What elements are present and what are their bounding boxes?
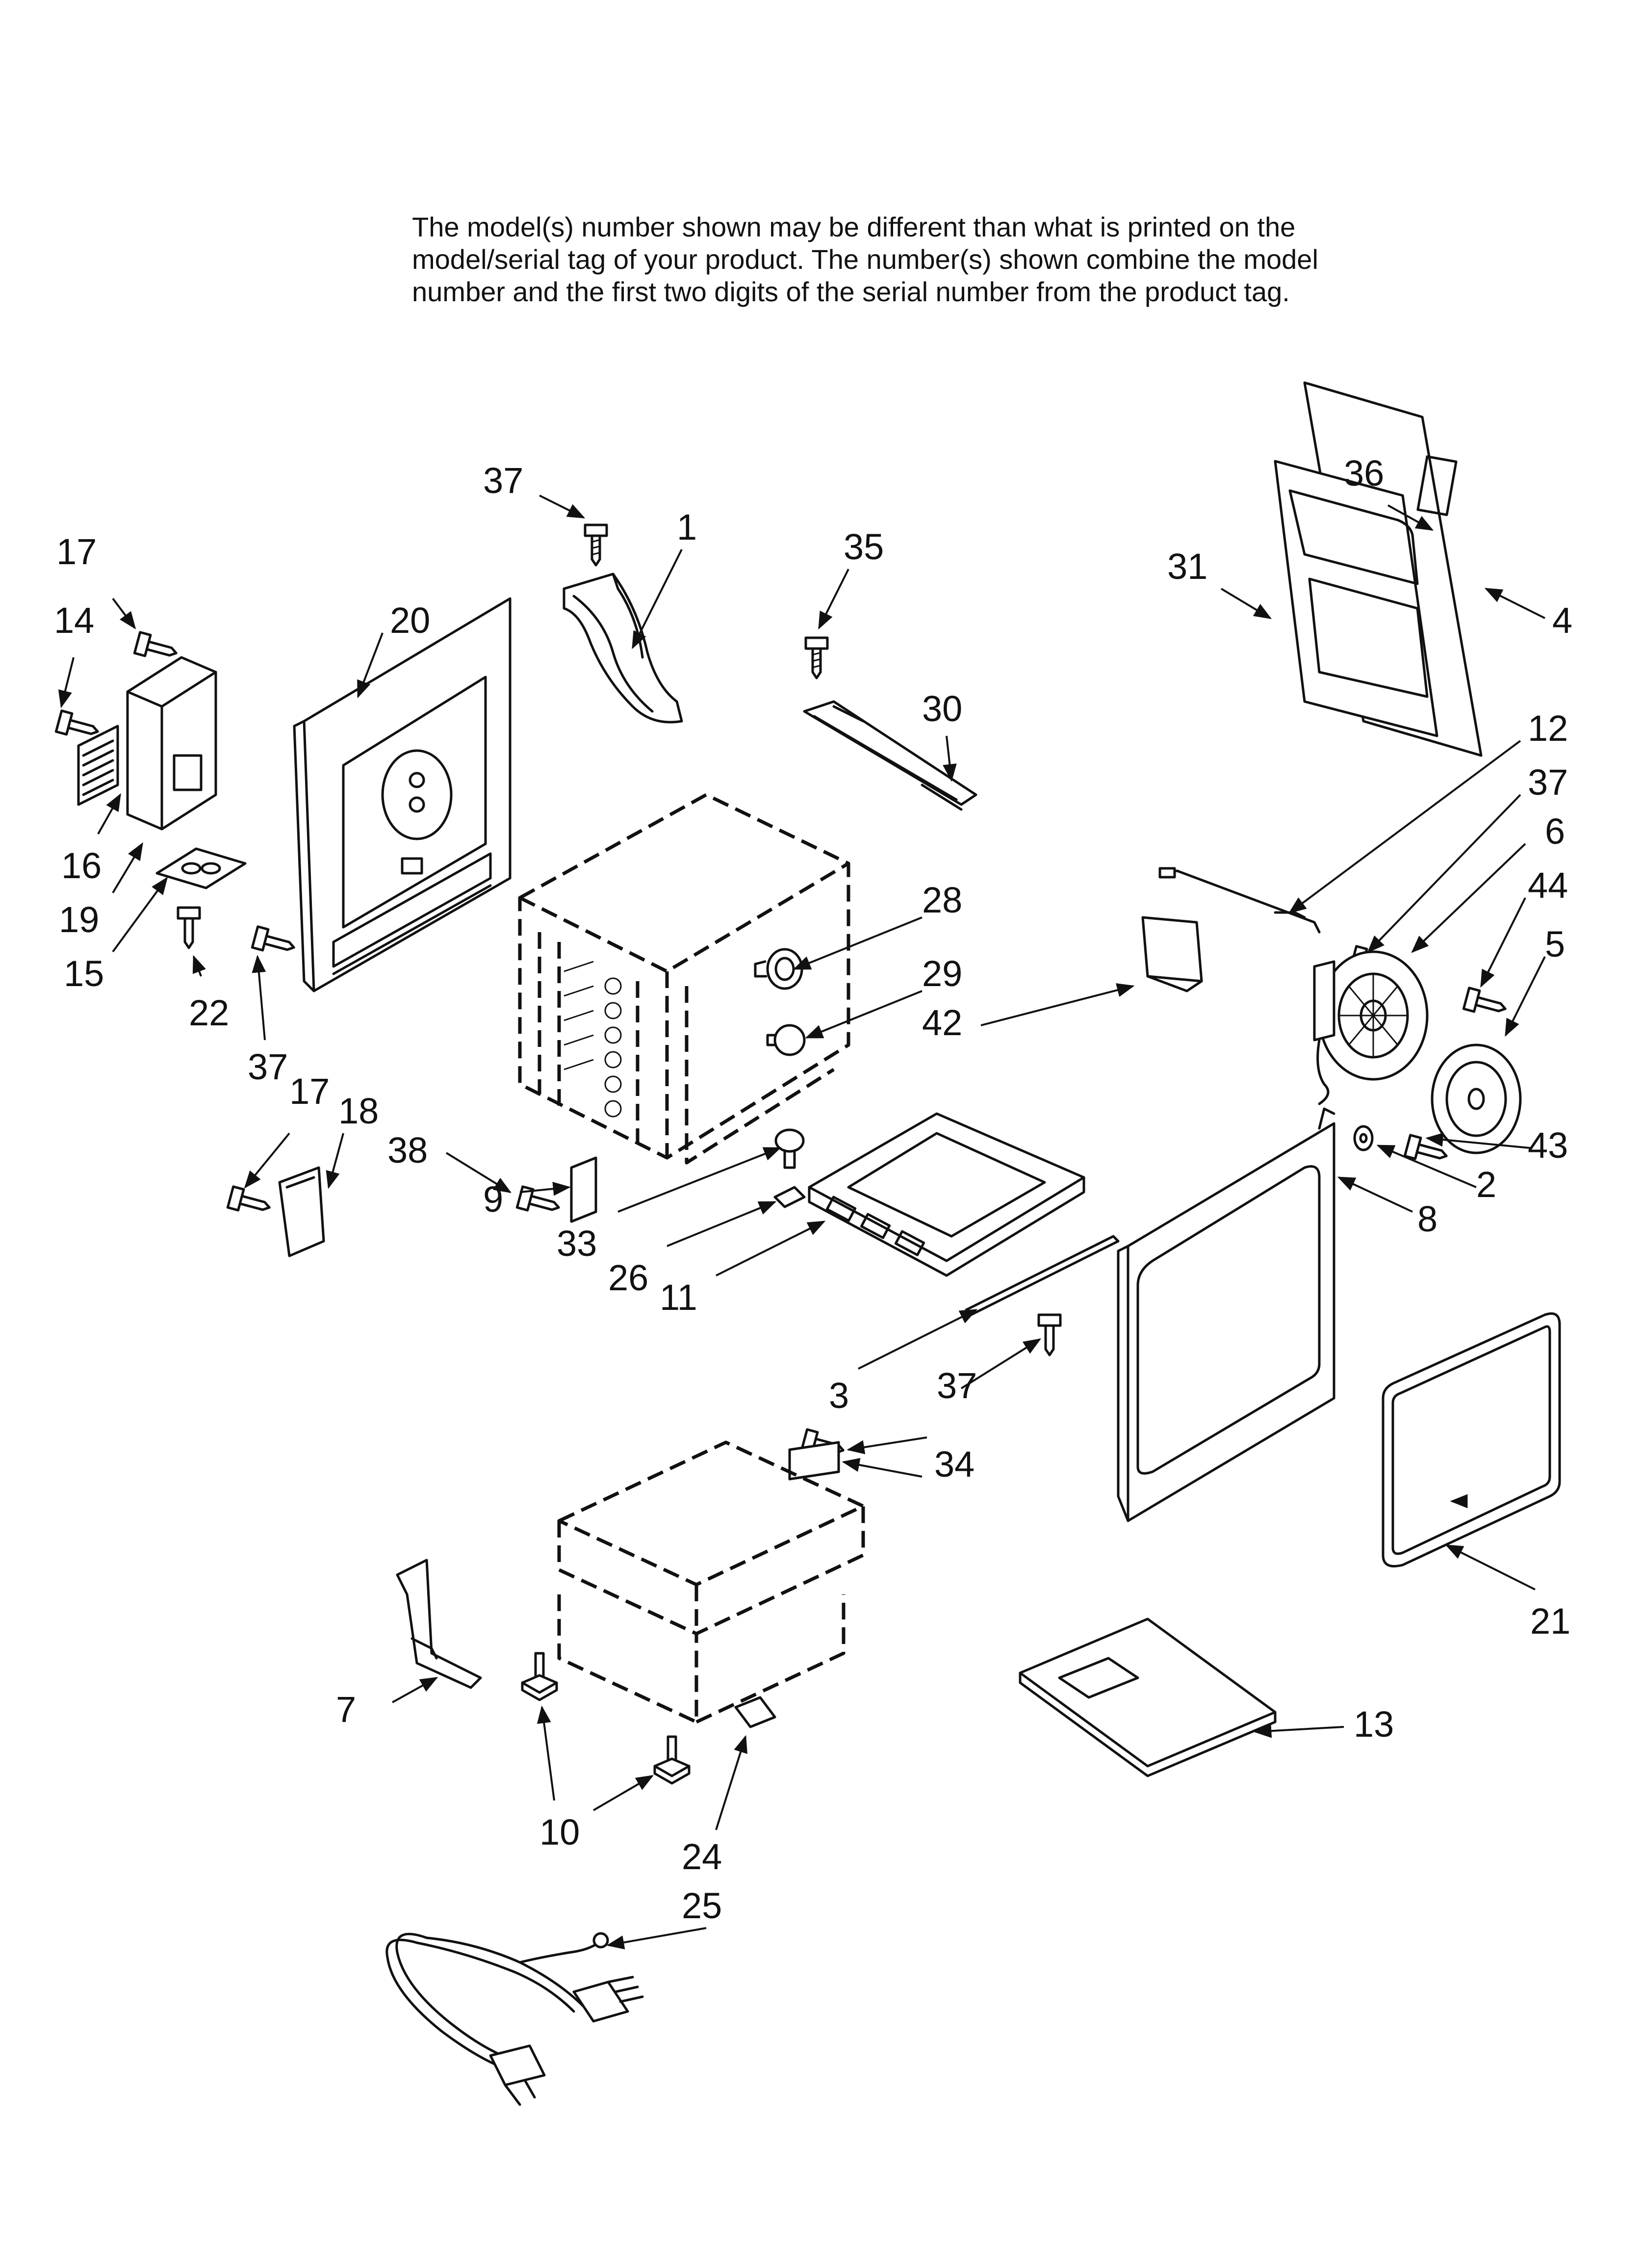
- part-2-washer: [1353, 1125, 1374, 1151]
- callout-26: 26: [608, 1257, 648, 1298]
- part-3-strip: [965, 1235, 1120, 1316]
- callout-30: 30: [922, 688, 962, 729]
- lower-drawer-cavity: [557, 1440, 865, 1724]
- callout-6: 6: [1545, 811, 1565, 852]
- part-33-socket: [774, 1128, 805, 1169]
- callout-21: 21: [1530, 1601, 1570, 1642]
- callout-10: 10: [539, 1812, 580, 1852]
- callout-42: 42: [922, 1002, 962, 1043]
- callout-8: 8: [1417, 1199, 1437, 1239]
- part-30-support: [803, 700, 977, 811]
- callout-22: 22: [189, 992, 229, 1033]
- part-7-anti-tip-bracket: [396, 1559, 482, 1689]
- part-26-clip: [773, 1186, 806, 1208]
- callout-31: 31: [1167, 546, 1207, 587]
- callout-25: 25: [682, 1885, 722, 1926]
- part-9-bracket: [570, 1156, 597, 1223]
- callout-7: 7: [336, 1689, 356, 1730]
- part-8-front-frame: [1117, 1107, 1335, 1522]
- callout-37-right: 37: [1528, 762, 1568, 803]
- callout-18: 18: [338, 1091, 379, 1131]
- part-18-bracket: [278, 1166, 325, 1257]
- callout-35: 35: [844, 526, 884, 567]
- callout-24: 24: [682, 1836, 722, 1877]
- notice-line-2: model/serial tag of your product. The nu…: [412, 244, 1318, 275]
- part-5-fan-cover: [1431, 1043, 1522, 1154]
- callout-9: 9: [483, 1179, 503, 1220]
- notice-line-3: number and the first two digits of the s…: [412, 276, 1290, 307]
- callout-29: 29: [922, 953, 962, 994]
- callout-11: 11: [660, 1277, 697, 1318]
- part-6-convection-fan: [1313, 950, 1429, 1105]
- part-10-leveling-legs: [521, 1652, 691, 1785]
- callout-1: 1: [677, 507, 697, 547]
- callout-37-top: 37: [483, 460, 523, 501]
- callout-37-mid: 37: [937, 1365, 977, 1406]
- part-31-inner-panel: [1274, 460, 1438, 737]
- callout-12: 12: [1528, 708, 1568, 749]
- leader-arrows: [58, 495, 1546, 1950]
- part-25-power-cord: [385, 1932, 644, 2106]
- callout-15: 15: [64, 953, 104, 994]
- callout-34: 34: [934, 1444, 975, 1485]
- callout-2: 2: [1476, 1164, 1496, 1205]
- part-11-bake-element-panel: [808, 1112, 1085, 1277]
- callout-20: 20: [390, 600, 430, 641]
- part-21-door-gasket: [1382, 1312, 1561, 1567]
- callout-16: 16: [61, 845, 102, 886]
- callout-3: 3: [829, 1375, 849, 1416]
- callout-44: 44: [1528, 865, 1568, 906]
- model-number-notice: The model(s) number shown may be differe…: [412, 211, 1393, 308]
- part-20-rear-panel: [293, 597, 512, 992]
- callout-37-left: 37: [248, 1046, 288, 1087]
- callout-28: 28: [922, 880, 962, 920]
- callout-4: 4: [1552, 600, 1572, 641]
- callout-38: 38: [387, 1130, 428, 1171]
- callout-14: 14: [54, 600, 94, 641]
- callout-36: 36: [1344, 453, 1384, 494]
- callout-13: 13: [1354, 1704, 1394, 1745]
- callout-labels: 37 1 35 30 36 31 4 12 37 6 44 5 42 43 2 …: [54, 453, 1572, 1926]
- callout-19: 19: [59, 899, 99, 940]
- callout-43: 43: [1528, 1125, 1568, 1166]
- part-1-duct: [563, 573, 683, 724]
- callout-17-top: 17: [56, 531, 97, 572]
- notice-line-1: The model(s) number shown may be differe…: [412, 211, 1296, 242]
- part-13-bottom-panel: [1019, 1617, 1277, 1777]
- part-24-clip: [734, 1696, 776, 1728]
- part-42-shield: [1141, 916, 1203, 992]
- callout-17-lower: 17: [289, 1071, 330, 1112]
- callout-33: 33: [557, 1223, 597, 1264]
- part-16-terminal-box: [77, 656, 217, 831]
- callout-5: 5: [1545, 924, 1565, 965]
- oven-cavity: [518, 793, 850, 1165]
- part-19-plate: [155, 847, 247, 889]
- part-34-cover-plate: [788, 1441, 840, 1481]
- part-29-light-bulb: [766, 1024, 806, 1056]
